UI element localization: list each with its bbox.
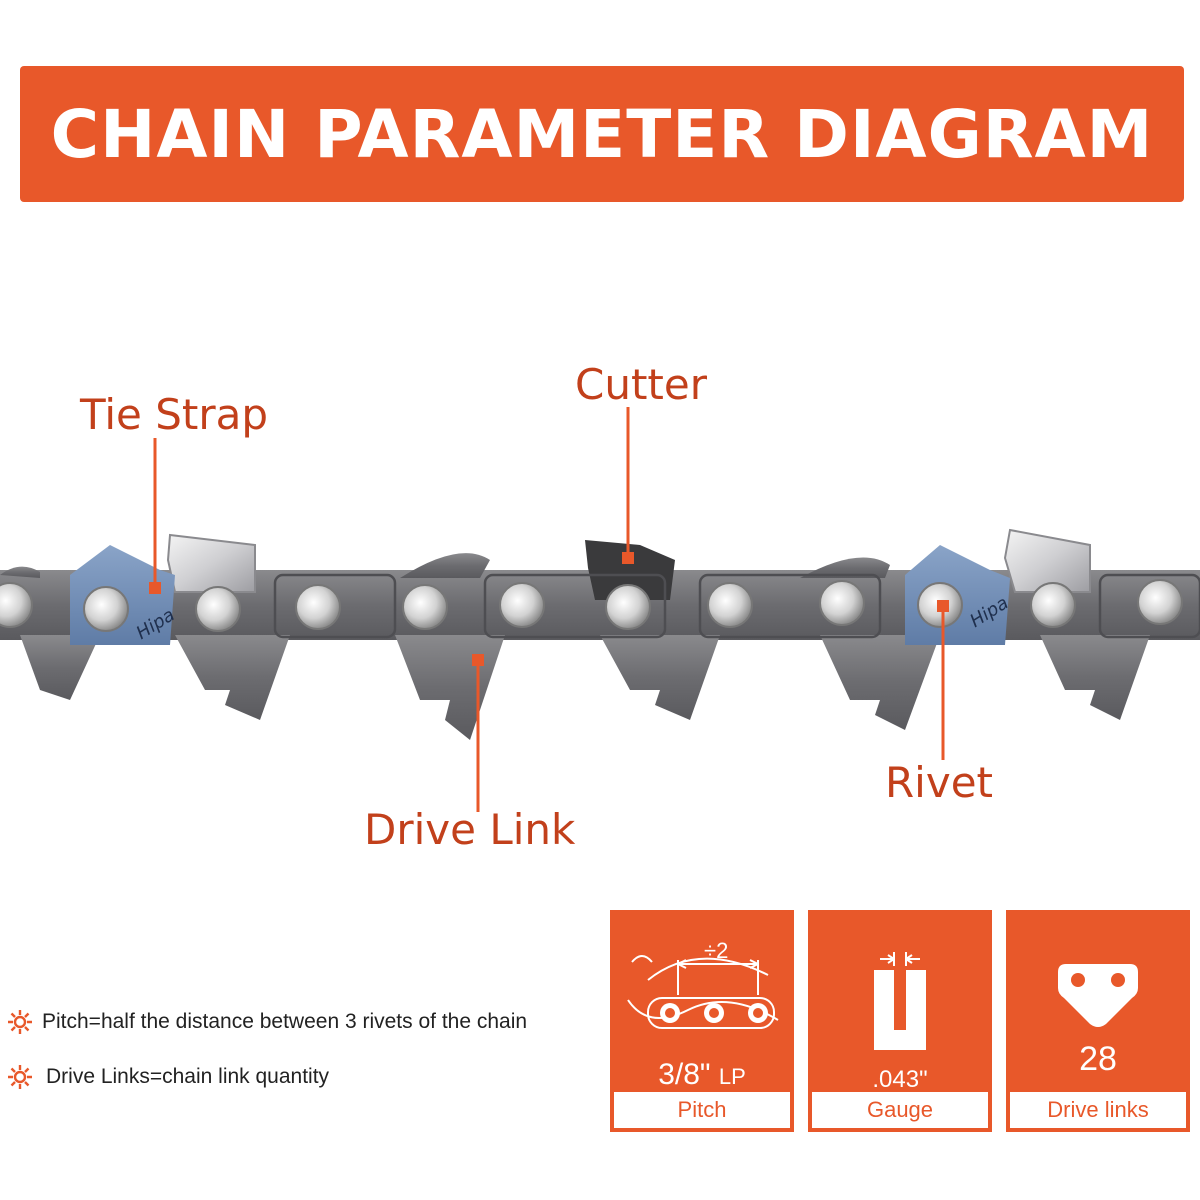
drive-link-icon	[1058, 964, 1138, 1027]
cutter-teeth	[166, 528, 1091, 600]
pitch-value: 3/8"	[658, 1058, 711, 1091]
tie-strap-marker	[149, 582, 161, 594]
gauge-label: Gauge	[812, 1092, 988, 1128]
note-pitch: Pitch=half the distance between 3 rivets…	[6, 1008, 527, 1036]
callout-dots	[149, 552, 949, 666]
tie-strap-label: Tie Strap	[80, 390, 269, 439]
drive-link-label: Drive Link	[364, 805, 576, 854]
pitch-value-row: 3/8" LP	[610, 1058, 794, 1092]
gear-star-icon	[8, 1065, 32, 1089]
drive-links-label: Drive links	[1010, 1092, 1186, 1128]
callout-leaders	[153, 407, 945, 812]
rivet-marker	[937, 600, 949, 612]
note-drive-links: Drive Links=chain link quantity	[6, 1063, 329, 1091]
rivet-label: Rivet	[885, 758, 994, 807]
pitch-divide-text: ÷2	[704, 938, 728, 963]
title-banner: CHAIN PARAMETER DIAGRAM	[20, 66, 1184, 202]
note-drive-links-text: Drive Links=chain link quantity	[46, 1065, 330, 1088]
cutter-label: Cutter	[575, 360, 707, 409]
pitch-diagram-icon: ÷2	[627, 938, 779, 1029]
note-pitch-text: Pitch=half the distance between 3 rivets…	[42, 1010, 528, 1033]
cutter-marker	[622, 552, 634, 564]
gauge-value: .043"	[872, 1066, 928, 1093]
rivets	[0, 579, 1183, 632]
pitch-suffix: LP	[718, 1064, 746, 1089]
drive-link-marker	[472, 654, 484, 666]
drive-links-value: 28	[1079, 1040, 1117, 1078]
drive-link-teeth	[20, 635, 1150, 740]
pitch-card: ÷2 3/8" LP Pitch	[610, 910, 794, 1132]
gauge-card: .043" Gauge	[808, 910, 992, 1132]
page-title: CHAIN PARAMETER DIAGRAM	[50, 95, 1154, 173]
gear-star-icon	[8, 1010, 32, 1034]
drive-links-card: 28 Drive links	[1006, 910, 1190, 1132]
gauge-groove-icon	[874, 952, 926, 1050]
pitch-label: Pitch	[614, 1092, 790, 1128]
